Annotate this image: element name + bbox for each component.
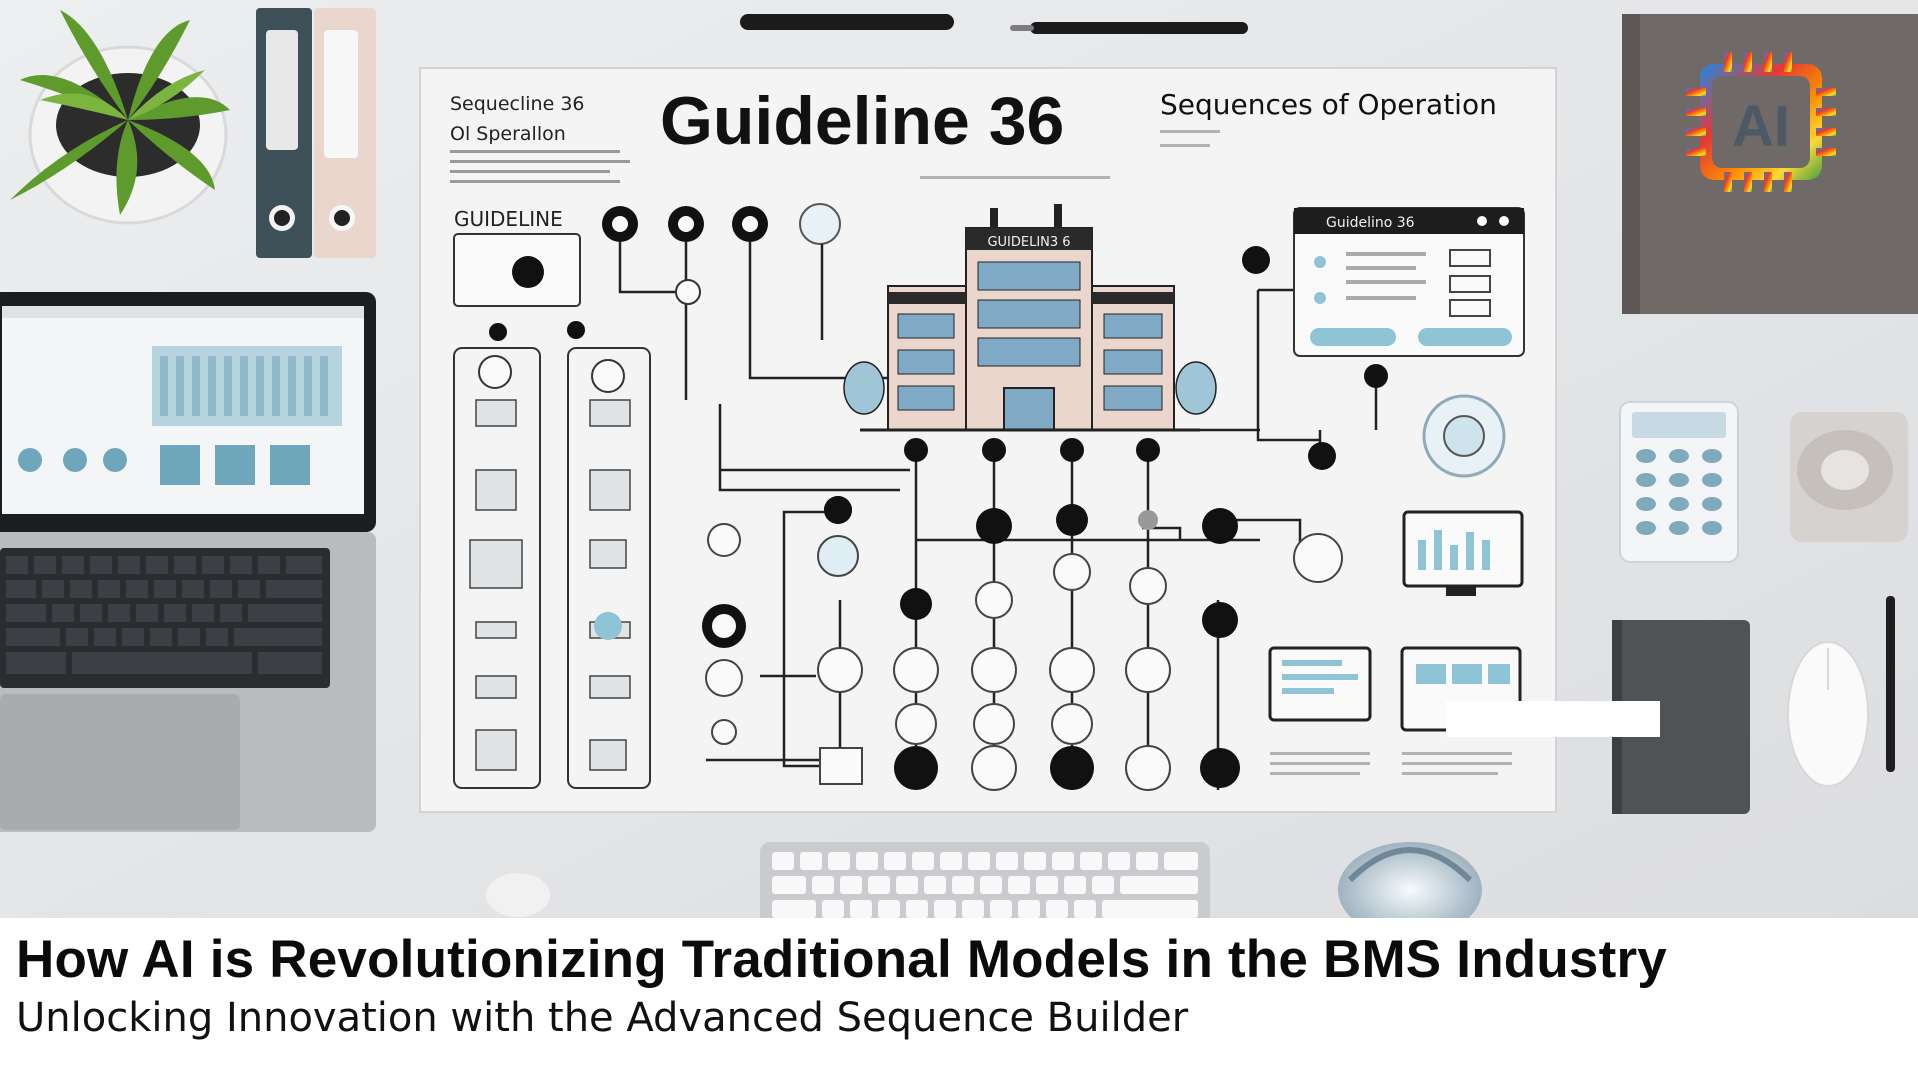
poster-title-lines <box>920 130 1220 179</box>
pen-top-right <box>1010 22 1248 34</box>
glass-ornament <box>1338 842 1482 918</box>
keyboard <box>760 842 1210 918</box>
tape-roll <box>1790 412 1908 542</box>
poster-side-label: GUIDELINE <box>454 207 563 231</box>
poster-title: Guideline 36 <box>660 83 1064 159</box>
pen-right <box>1886 596 1895 772</box>
caption: How AI is Revolutionizing Traditional Mo… <box>16 928 1906 1044</box>
left-card-icons <box>469 399 631 771</box>
settings-panel <box>1293 207 1525 357</box>
ai-badge-text: AI <box>1732 94 1790 159</box>
mouse <box>1787 641 1869 787</box>
panel-title: Guidelino 36 <box>1326 215 1415 231</box>
small-stone <box>486 873 550 917</box>
ai-book <box>1622 14 1918 314</box>
subheadline: Unlocking Innovation with the Advanced S… <box>16 995 1189 1041</box>
pen-top-left <box>740 14 954 30</box>
monitor-icons <box>1268 510 1660 775</box>
poster-corner-lines <box>450 150 630 183</box>
poster-corner-title: Sequecline 36 <box>450 93 585 115</box>
poster-subtitle: Sequences of Operation <box>1160 88 1497 121</box>
top-node-row <box>602 203 841 245</box>
left-card-columns <box>453 347 651 789</box>
building-illustration <box>843 204 1217 432</box>
headline: How AI is Revolutionizing Traditional Mo… <box>16 930 1667 989</box>
building-sign: GUIDELIN3 6 <box>987 235 1070 250</box>
hero-image: AI Sequecline 36 Ol Sperallon Guideline … <box>0 0 1918 918</box>
poster-corner-subtitle: Ol Sperallon <box>450 123 566 145</box>
notebook <box>1612 620 1750 814</box>
potted-plant <box>10 10 230 225</box>
calculator <box>1619 401 1739 563</box>
laptop <box>0 292 376 832</box>
node-grid <box>675 246 1506 791</box>
binders <box>256 8 376 258</box>
